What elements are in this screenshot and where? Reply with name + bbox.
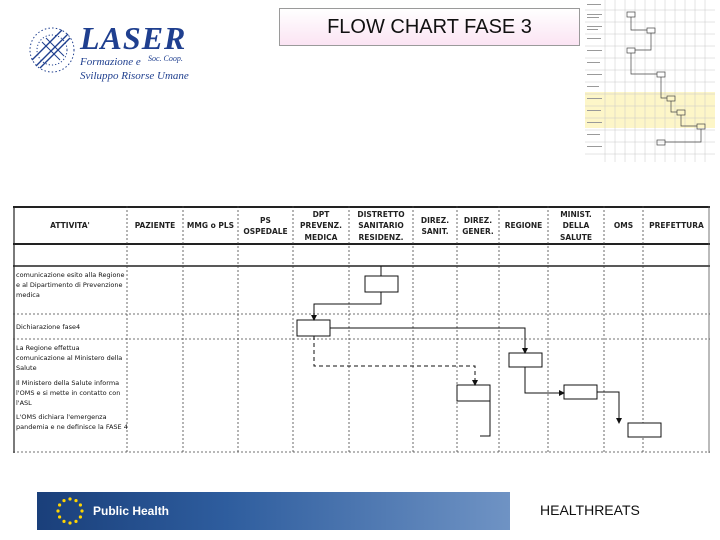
flowchart-table: ATTIVITA' PAZIENTE MMG o PLS PS OSPEDALE… bbox=[13, 206, 710, 453]
public-health-banner: Public Health bbox=[37, 492, 510, 530]
logo-title: LASER bbox=[80, 22, 186, 54]
col-header-ministero: MINIST. DELLA SALUTE bbox=[548, 208, 604, 244]
col-header-paziente: PAZIENTE bbox=[127, 208, 183, 244]
col-header-direz-gener: DIREZ. GENER. bbox=[457, 208, 499, 244]
logo-tagline-1: Formazione e bbox=[80, 56, 141, 68]
activity-row-4: Il Ministero della Salute informa l'OMS … bbox=[16, 378, 128, 408]
laser-logo: LASER Soc. Coop. Formazione e Sviluppo R… bbox=[22, 20, 197, 92]
flowchart-thumbnail bbox=[585, 0, 715, 162]
col-header-mmg: MMG o PLS bbox=[183, 208, 238, 244]
step-box-ministero bbox=[564, 385, 597, 399]
logo-suffix: Soc. Coop. bbox=[148, 54, 183, 63]
activity-row-1: comunicazione esito alla Regione e al Di… bbox=[16, 270, 128, 300]
healthreats-label: HEALTHREATS bbox=[540, 502, 640, 518]
activity-row-5: L'OMS dichiara l'emergenza pandemia e ne… bbox=[16, 412, 128, 432]
laser-emblem-icon bbox=[22, 20, 82, 82]
col-header-prefettura: PREFETTURA bbox=[643, 208, 710, 244]
slide-title-text: FLOW CHART FASE 3 bbox=[327, 16, 532, 39]
connector-6 bbox=[525, 367, 564, 393]
col-header-regione: REGIONE bbox=[499, 208, 548, 244]
connector-4 bbox=[314, 336, 475, 385]
step-box-regione bbox=[509, 353, 542, 367]
connector-2 bbox=[314, 292, 381, 320]
activity-row-3: La Regione effettua comunicazione al Min… bbox=[16, 343, 128, 373]
activity-row-2: Dichiarazione fase4 bbox=[16, 322, 128, 332]
col-header-ps: PS OSPEDALE bbox=[238, 208, 293, 244]
logo-tagline-2: Sviluppo Risorse Umane bbox=[80, 70, 189, 82]
col-header-distretto: DISTRETTO SANITARIO RESIDENZ. bbox=[349, 208, 413, 244]
banner-label: Public Health bbox=[93, 504, 169, 518]
step-box-dpt bbox=[297, 320, 330, 336]
slide-title: FLOW CHART FASE 3 bbox=[279, 8, 580, 46]
col-header-oms: OMS bbox=[604, 208, 643, 244]
col-header-direz-sanit: DIREZ. SANIT. bbox=[413, 208, 457, 244]
step-box-distretto bbox=[365, 276, 398, 292]
connector-7 bbox=[597, 392, 619, 423]
col-header-attivita: ATTIVITA' bbox=[13, 208, 127, 244]
col-header-dpt: DPT PREVENZ. MEDICA bbox=[293, 208, 349, 244]
eu-stars-icon bbox=[54, 496, 86, 526]
step-box-oms bbox=[628, 423, 661, 437]
connector-3 bbox=[330, 328, 525, 353]
step-box-direz-sanit bbox=[457, 385, 490, 401]
